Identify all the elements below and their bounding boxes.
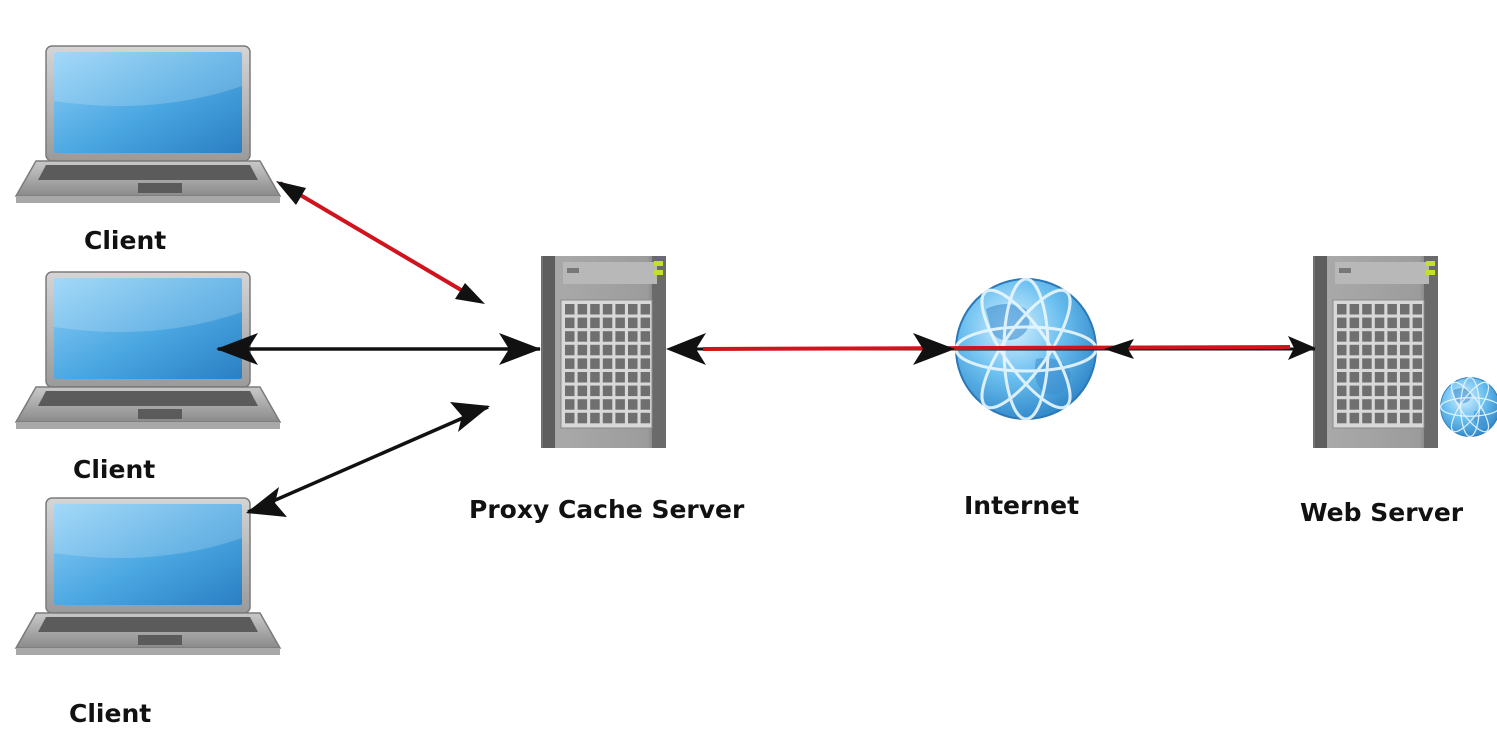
arrowhead-proxy-bottom [450,402,490,432]
client-3-label: Client [69,699,152,728]
internet-label: Internet [964,491,1080,520]
proxy-server-icon [540,255,667,449]
arrowhead-internet-right [1104,339,1134,359]
arrowhead-proxy-mid [499,333,541,365]
arrowhead-client3 [246,487,287,517]
arrowhead-proxy-right [666,333,706,365]
client3-proxy-black-line [247,405,489,514]
web-server-icon [1312,255,1439,449]
web-server-label: Web Server [1300,498,1464,527]
arrowhead-webserver [1288,336,1316,360]
proxy-web-red-line [702,345,1291,351]
client-1-label: Client [84,226,167,255]
small-globe-icon [1439,376,1497,438]
arrowhead-internet-left [913,333,955,365]
client1-proxy-red-line [278,181,480,302]
proxy-server-label: Proxy Cache Server [469,495,745,524]
arrowhead-proxy-top [455,283,485,304]
arrowheads [216,181,1316,517]
arrowhead-client1 [276,181,306,205]
client-2-label: Client [73,455,156,484]
client-laptop-1-icon [15,45,281,204]
client-laptop-3-icon [15,497,281,656]
arrowhead-client2 [216,333,258,365]
